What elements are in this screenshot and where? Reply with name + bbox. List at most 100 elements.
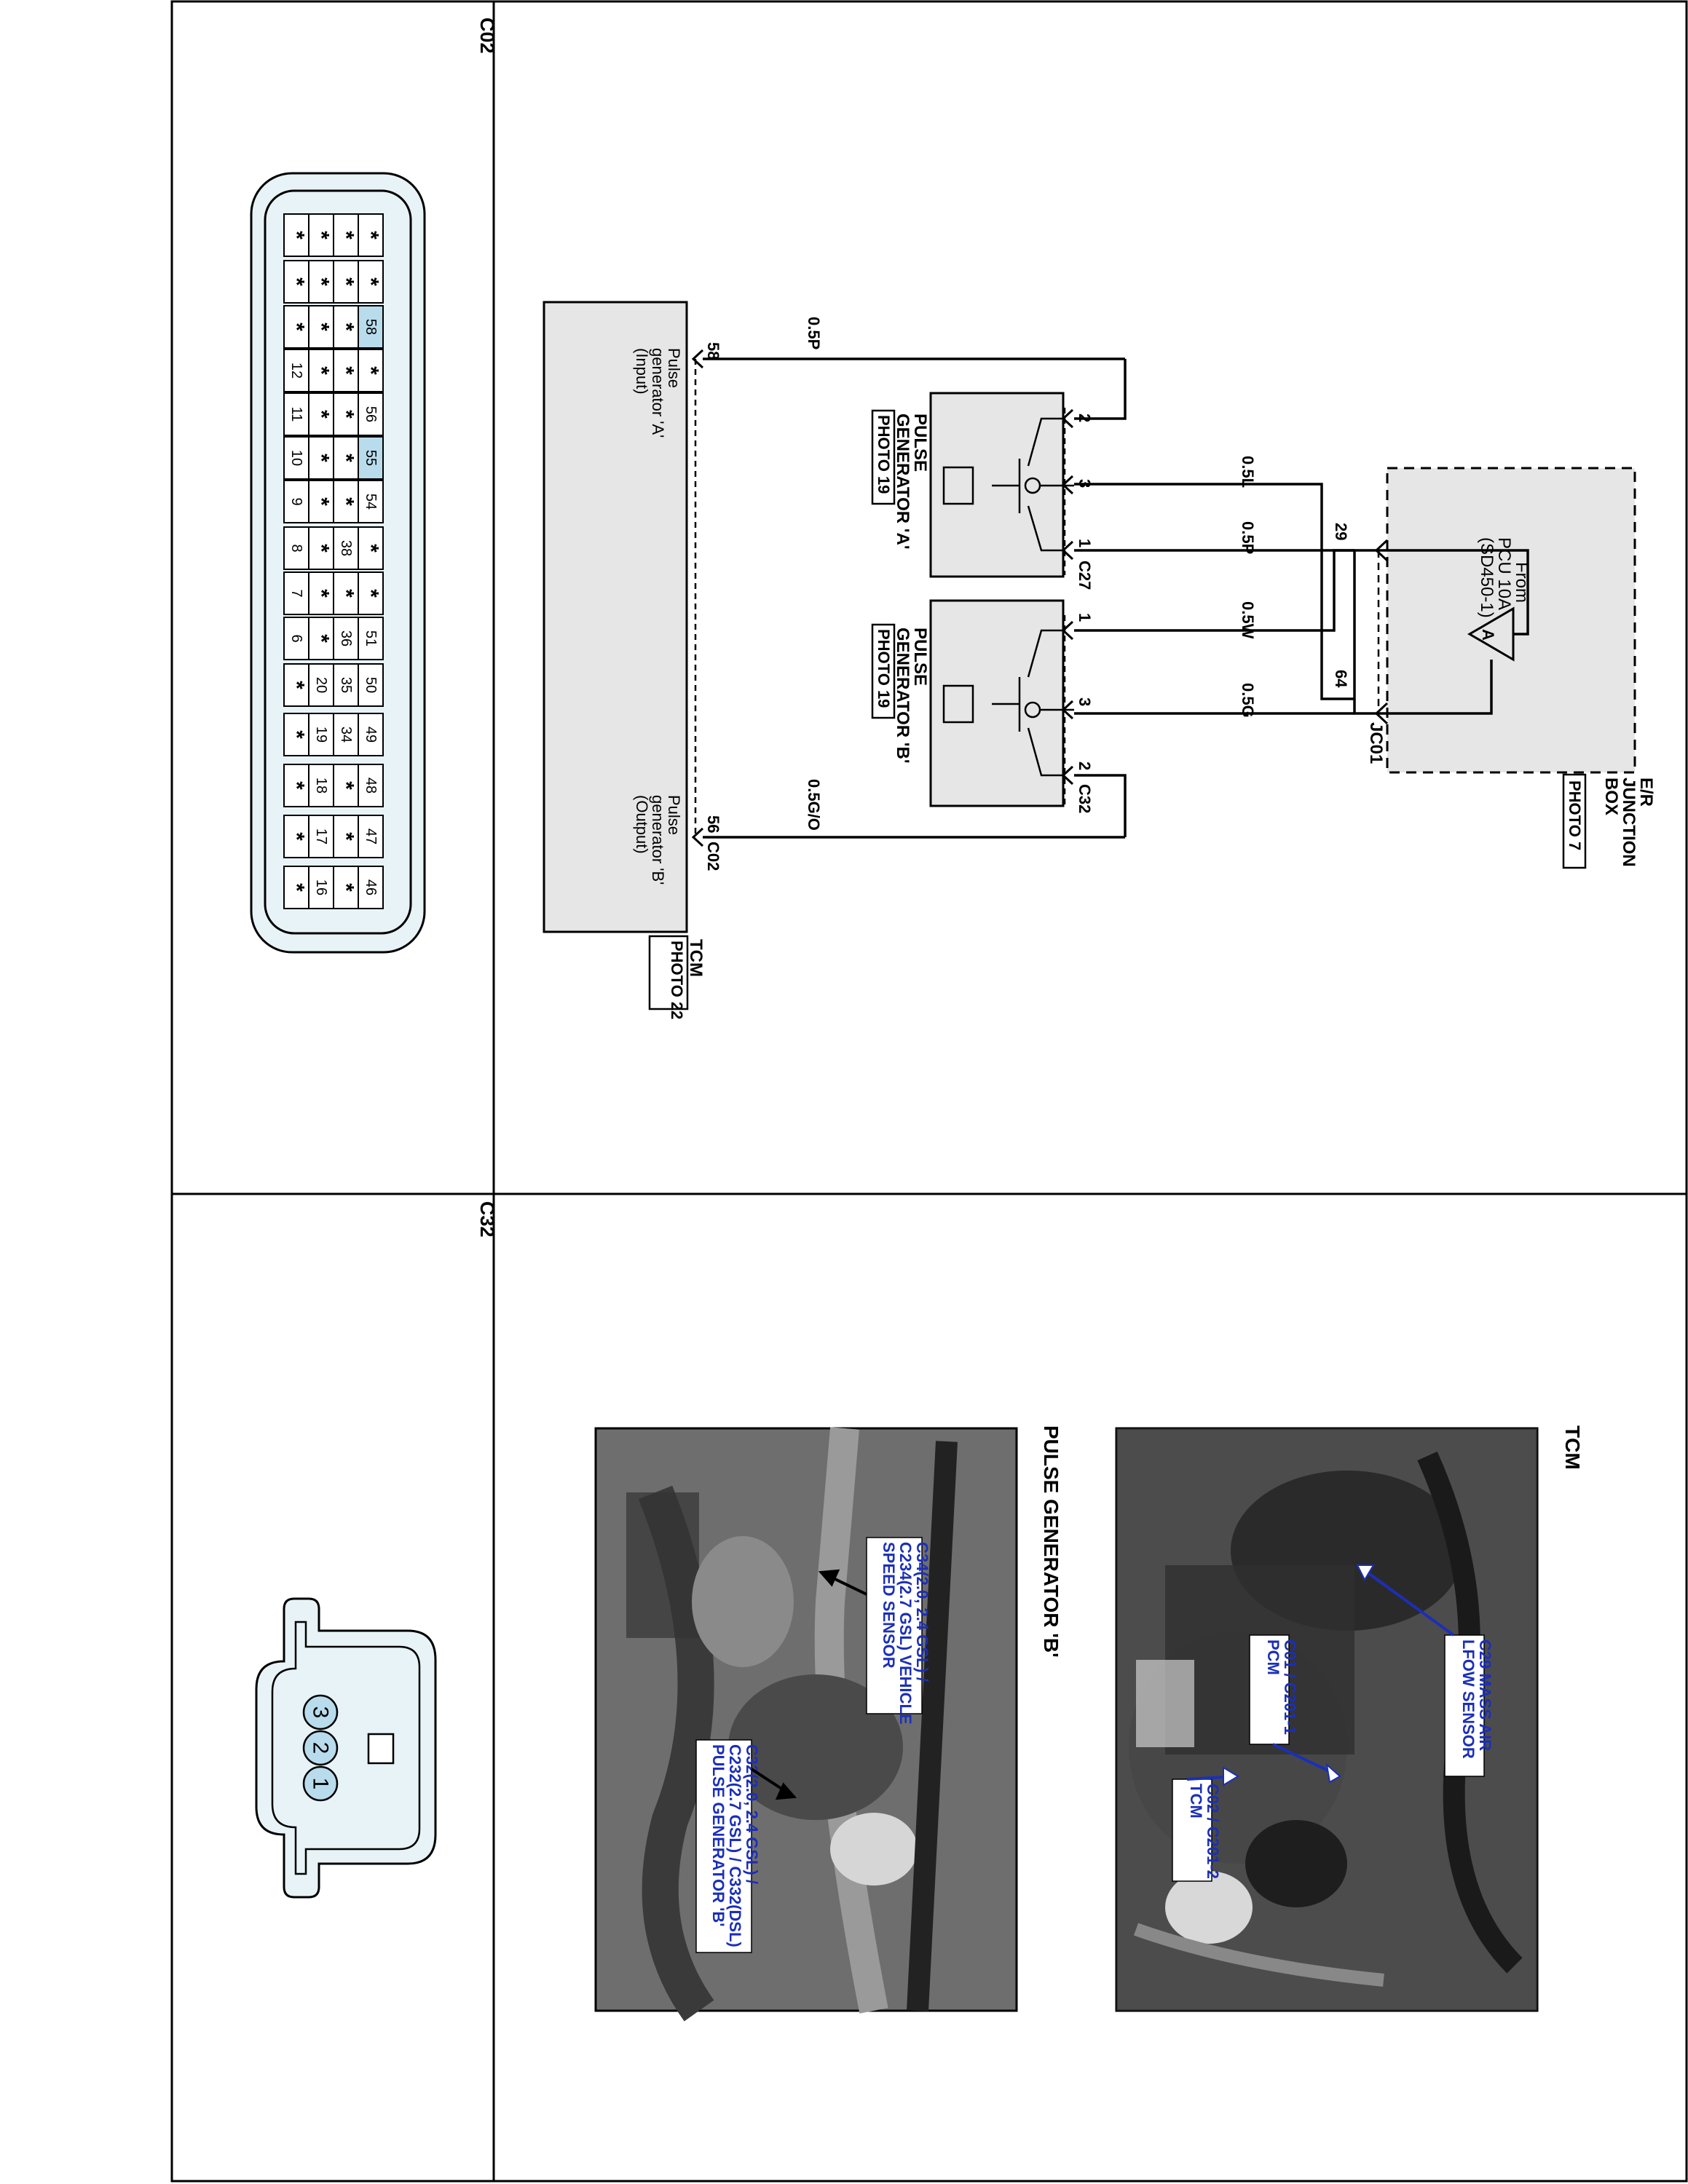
c32-pin-number: 3 bbox=[309, 1706, 333, 1719]
c02-pin-unused: * bbox=[334, 410, 358, 419]
pulse-callout-2c: PULSE GENERATOR 'B' bbox=[709, 1744, 727, 1926]
svg-text:E/R JUNCTION B: E/R JUNCTION BOX bbox=[1601, 778, 1656, 871]
c02-pin-cell bbox=[333, 349, 359, 392]
c02-pin-cell bbox=[283, 392, 309, 436]
tcm-label-b-2: generator 'B' bbox=[649, 795, 667, 885]
photo-tcm-title: TCM bbox=[1561, 1425, 1584, 1470]
c02-pin-unused: * bbox=[334, 277, 358, 286]
pulse-callout-2a: C32(2.0, 2.4 GSL) / bbox=[743, 1744, 761, 1884]
pulse-a-pin-3: 3 bbox=[1076, 479, 1094, 488]
c32-pin-circle bbox=[302, 1730, 339, 1766]
pulse-b-photo: PHOTO 19 bbox=[875, 629, 893, 708]
c02-pin-cell bbox=[283, 866, 309, 909]
c02-pin-unused: * bbox=[359, 231, 383, 240]
jc01-connector: JC01 bbox=[1366, 722, 1386, 764]
c02-pin-unused: * bbox=[334, 832, 358, 841]
c02-pin-number: 7 bbox=[288, 589, 304, 597]
c02-pin-cell bbox=[308, 305, 334, 349]
c02-pin-cell bbox=[283, 526, 309, 570]
c02-pin-number: 12 bbox=[288, 363, 304, 379]
svg-text:C01 / C201-1 PCM: C01 / C201-1 PCM bbox=[1264, 1639, 1299, 1739]
c02-pin-cell bbox=[308, 260, 334, 304]
pulse-b-pin-1: 1 bbox=[1076, 613, 1094, 622]
c02-pin-cell bbox=[358, 260, 384, 304]
svg-text:PULSE GENERATOR 'B': PULSE GENERATOR 'B' bbox=[893, 628, 930, 764]
c02-pin-number: 9 bbox=[288, 497, 304, 505]
tcm-photo: PHOTO 22 bbox=[668, 941, 686, 1019]
c02-pin-cell bbox=[333, 663, 359, 707]
wire-label-3: 0.5W bbox=[1239, 601, 1257, 639]
c02-pin-cell bbox=[333, 260, 359, 304]
wire-label-4: 0.5G bbox=[1239, 683, 1257, 718]
svg-text:C29 MASS AIR LFOW SENSOR: C29 MASS AIR LFOW SENSOR bbox=[1459, 1639, 1494, 1759]
pulse-b-pin-3: 3 bbox=[1076, 697, 1094, 706]
c02-pin-cell bbox=[283, 213, 309, 257]
c02-pin-unused: * bbox=[334, 497, 358, 506]
c02-pin-unused: * bbox=[285, 832, 309, 841]
c02-pin-cell bbox=[283, 764, 309, 807]
c02-pin-number: 48 bbox=[363, 778, 379, 794]
pulse-callout-1a: C34(2.0, 2.4 GSL) / bbox=[913, 1542, 931, 1682]
c02-pin-unused: * bbox=[359, 277, 383, 286]
pulse-generator-b-photo-image bbox=[594, 1427, 1018, 2022]
c02-pin-cell bbox=[283, 480, 309, 523]
c02-pin-cell bbox=[333, 617, 359, 660]
c02-pin-number: 54 bbox=[363, 494, 379, 510]
tcm-callout-2b: PCM bbox=[1264, 1639, 1282, 1675]
c02-connector-label: C02 bbox=[476, 17, 498, 54]
c02-pin-unused: * bbox=[309, 589, 334, 598]
c02-pin-number: 50 bbox=[363, 677, 379, 693]
c32-connector-label: C32 bbox=[476, 1201, 498, 1238]
pulse-b-title-1: PULSE bbox=[910, 628, 930, 686]
pulse-a-pin-2: 2 bbox=[1076, 414, 1094, 422]
c02-pin-number: 36 bbox=[338, 630, 354, 646]
c02-pin-unused: * bbox=[309, 497, 334, 506]
c02-pin-cell bbox=[308, 866, 334, 909]
c02-pin-number: 8 bbox=[288, 544, 304, 552]
c02-pin-number: 34 bbox=[338, 727, 354, 743]
c02-pin-number: 56 bbox=[363, 406, 379, 422]
c02-pin-unused: * bbox=[334, 366, 358, 375]
c02-pin-unused: * bbox=[359, 544, 383, 553]
c02-pin-cell bbox=[308, 815, 334, 858]
junction-box-title-3: BOX bbox=[1601, 778, 1621, 815]
c02-pin-unused: * bbox=[309, 454, 334, 462]
c02-pin-unused: * bbox=[334, 589, 358, 598]
tcm-callout-3a: C02 / C201-2 bbox=[1204, 1784, 1222, 1879]
c02-pin-cell bbox=[358, 213, 384, 257]
c02-pin-unused: * bbox=[285, 730, 309, 739]
pulse-b-title-2: GENERATOR 'B' bbox=[893, 628, 912, 764]
svg-text:Pulse generator 'B': Pulse generator 'B' (Output) bbox=[633, 795, 683, 890]
tcm-callout-2a: C01 / C201-1 bbox=[1281, 1639, 1299, 1735]
c02-pin-cell bbox=[358, 617, 384, 660]
junction-box-title-1: E/R bbox=[1636, 778, 1656, 807]
c02-pin-number: 11 bbox=[288, 407, 304, 422]
svg-text:C34(2.0, 2.4 GSL) / C234: C34(2.0, 2.4 GSL) / C234(2.7 GSL) VEHICL… bbox=[880, 1542, 931, 1729]
pulse-a-pin-1: 1 bbox=[1076, 539, 1094, 547]
c02-pin-unused: * bbox=[285, 277, 309, 286]
c02-pin-unused: * bbox=[334, 454, 358, 462]
pulse-a-photo: PHOTO 19 bbox=[875, 415, 893, 494]
c02-pin-cell bbox=[333, 305, 359, 349]
c02-pin-cell bbox=[283, 713, 309, 756]
tcm-label-b-1: Pulse bbox=[665, 795, 683, 835]
wire-label-5: 0.5P bbox=[805, 317, 823, 349]
c02-pin-cell bbox=[283, 663, 309, 707]
c02-pin-unused: * bbox=[309, 410, 334, 419]
pulse-a-title-1: PULSE bbox=[910, 414, 930, 472]
c02-pin-cell bbox=[358, 480, 384, 523]
c02-pin-unused: * bbox=[334, 323, 358, 331]
c02-pin-unused: * bbox=[285, 323, 309, 331]
c32-pin-circle bbox=[302, 1765, 339, 1802]
c02-pin-cell bbox=[358, 713, 384, 756]
c02-pin-cell bbox=[308, 480, 334, 523]
c02-pin-unused: * bbox=[309, 323, 334, 331]
svg-text:C02 / C201-2 TCM: C02 / C201-2 TCM bbox=[1187, 1784, 1222, 1883]
svg-text:Pulse generator 'A': Pulse generator 'A' (Input) bbox=[633, 348, 683, 443]
c02-pin-number: 17 bbox=[313, 828, 329, 844]
pulse-callout-1b: C234(2.7 GSL) VEHICLE bbox=[896, 1542, 915, 1725]
tcm-callout-3b: TCM bbox=[1187, 1784, 1205, 1819]
c02-pin-cell bbox=[333, 713, 359, 756]
c02-pin-unused: * bbox=[285, 681, 309, 689]
wire-label-2: 0.5P bbox=[1239, 521, 1257, 554]
